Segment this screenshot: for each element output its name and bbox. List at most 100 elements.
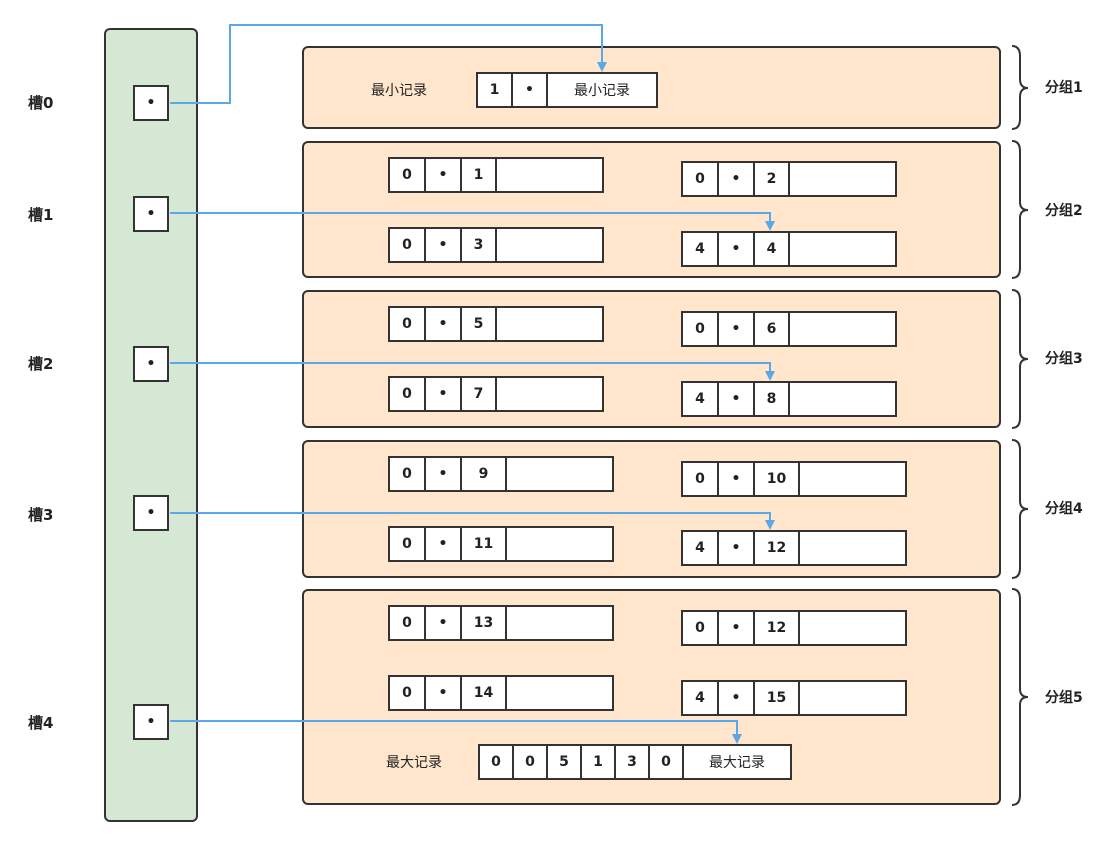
record-cell: 最小记录 bbox=[574, 83, 630, 99]
record-cell: • bbox=[719, 233, 755, 265]
record: 4 • 8 bbox=[681, 381, 897, 417]
arrow-slot-1 bbox=[170, 212, 775, 231]
record: 0 • 7 bbox=[388, 376, 604, 412]
record: 0 • 2 bbox=[681, 161, 897, 197]
record-cell: 12 bbox=[755, 612, 800, 644]
record-cell: 0 bbox=[683, 463, 719, 495]
record-cell: 4 bbox=[683, 532, 719, 564]
slot-pointer-0: • bbox=[133, 85, 169, 121]
record-cell: • bbox=[513, 74, 548, 106]
record-cell: • bbox=[426, 308, 462, 340]
record-cell: 9 bbox=[462, 458, 507, 490]
record-cell: • bbox=[719, 612, 755, 644]
record: 0 • 10 bbox=[681, 461, 907, 497]
slot-pointer-3: • bbox=[133, 495, 169, 531]
record: 4 • 15 bbox=[681, 680, 907, 716]
record: 0 • 9 bbox=[388, 456, 614, 492]
record-cell: • bbox=[719, 383, 755, 415]
slot-pointer-1: • bbox=[133, 196, 169, 232]
group-label-2: 分组2 bbox=[1045, 203, 1083, 219]
record-cell: 15 bbox=[755, 682, 800, 714]
record-cell: 0 bbox=[390, 607, 426, 639]
arrow-slot-4 bbox=[170, 720, 742, 744]
slot-label-0: 槽0 bbox=[28, 94, 54, 112]
record: 0 • 13 bbox=[388, 605, 614, 641]
min-record-title: 最小记录 bbox=[371, 83, 427, 99]
record-cell: • bbox=[719, 313, 755, 345]
record-cell: 1 bbox=[582, 746, 616, 778]
page-directory-column bbox=[104, 28, 198, 822]
record-cell: • bbox=[426, 378, 462, 410]
record-cell: 3 bbox=[616, 746, 650, 778]
record-cell: 6 bbox=[755, 313, 790, 345]
record-cell: 13 bbox=[462, 607, 507, 639]
record-cell: 4 bbox=[683, 682, 719, 714]
record-cell: 4 bbox=[755, 233, 790, 265]
slot-label-1: 槽1 bbox=[28, 206, 54, 224]
max-record: 0 0 5 1 3 0 最大记录 bbox=[478, 744, 792, 780]
record-cell: 4 bbox=[683, 233, 719, 265]
group-label-1: 分组1 bbox=[1045, 80, 1083, 96]
record: 4 • 12 bbox=[681, 530, 907, 566]
record-cell: • bbox=[426, 229, 462, 261]
arrow-slot-3 bbox=[170, 512, 775, 530]
slot-pointer-2: • bbox=[133, 346, 169, 382]
record-cell: • bbox=[719, 682, 755, 714]
record-cell: 10 bbox=[755, 463, 800, 495]
slot-pointer-4: • bbox=[133, 704, 169, 740]
record-cell: 0 bbox=[390, 229, 426, 261]
record-cell: • bbox=[719, 163, 755, 195]
record-cell: 最大记录 bbox=[709, 755, 765, 771]
record-cell: • bbox=[426, 607, 462, 639]
record-cell: 0 bbox=[390, 308, 426, 340]
record-cell: 8 bbox=[755, 383, 790, 415]
group-label-3: 分组3 bbox=[1045, 351, 1083, 367]
record-cell: • bbox=[719, 532, 755, 564]
record-cell: • bbox=[426, 458, 462, 490]
brace-group-3 bbox=[1011, 289, 1029, 429]
record-cell: 12 bbox=[755, 532, 800, 564]
record-cell: • bbox=[426, 528, 462, 560]
slot-label-4: 槽4 bbox=[28, 714, 54, 732]
record-cell: 5 bbox=[462, 308, 497, 340]
record-cell: 7 bbox=[462, 378, 497, 410]
slot-label-3: 槽3 bbox=[28, 506, 54, 524]
record-cell: 0 bbox=[683, 612, 719, 644]
record-cell: 0 bbox=[390, 528, 426, 560]
record-cell: • bbox=[719, 463, 755, 495]
record: 0 • 6 bbox=[681, 311, 897, 347]
record: 0 • 1 bbox=[388, 157, 604, 193]
record-cell: 14 bbox=[462, 677, 507, 709]
min-record: 1 • 最小记录 bbox=[476, 72, 658, 108]
brace-group-2 bbox=[1011, 140, 1029, 279]
record-cell: 3 bbox=[462, 229, 497, 261]
record-cell: 0 bbox=[650, 746, 684, 778]
record-cell: 0 bbox=[683, 313, 719, 345]
record-cell: 0 bbox=[390, 159, 426, 191]
record-cell: 0 bbox=[390, 458, 426, 490]
max-record-title: 最大记录 bbox=[386, 755, 442, 771]
record-cell: 0 bbox=[480, 746, 514, 778]
record-cell: 0 bbox=[683, 163, 719, 195]
record-cell: 5 bbox=[548, 746, 582, 778]
slot-arrows bbox=[170, 24, 775, 744]
record: 0 • 12 bbox=[681, 610, 907, 646]
record: 0 • 5 bbox=[388, 306, 604, 342]
record-cell: 0 bbox=[390, 677, 426, 709]
record-cell: • bbox=[426, 159, 462, 191]
record: 0 • 11 bbox=[388, 526, 614, 562]
record: 0 • 3 bbox=[388, 227, 604, 263]
arrow-slot-2 bbox=[170, 362, 775, 381]
brace-group-5 bbox=[1011, 588, 1029, 806]
group-braces bbox=[1011, 45, 1029, 806]
group-label-5: 分组5 bbox=[1045, 690, 1083, 706]
record-cell: 0 bbox=[514, 746, 548, 778]
record-cell: 11 bbox=[462, 528, 507, 560]
record: 4 • 4 bbox=[681, 231, 897, 267]
arrow-slot-0 bbox=[170, 24, 607, 104]
record-cell: 4 bbox=[683, 383, 719, 415]
record-cell: 1 bbox=[478, 74, 513, 106]
record-cell: 0 bbox=[390, 378, 426, 410]
